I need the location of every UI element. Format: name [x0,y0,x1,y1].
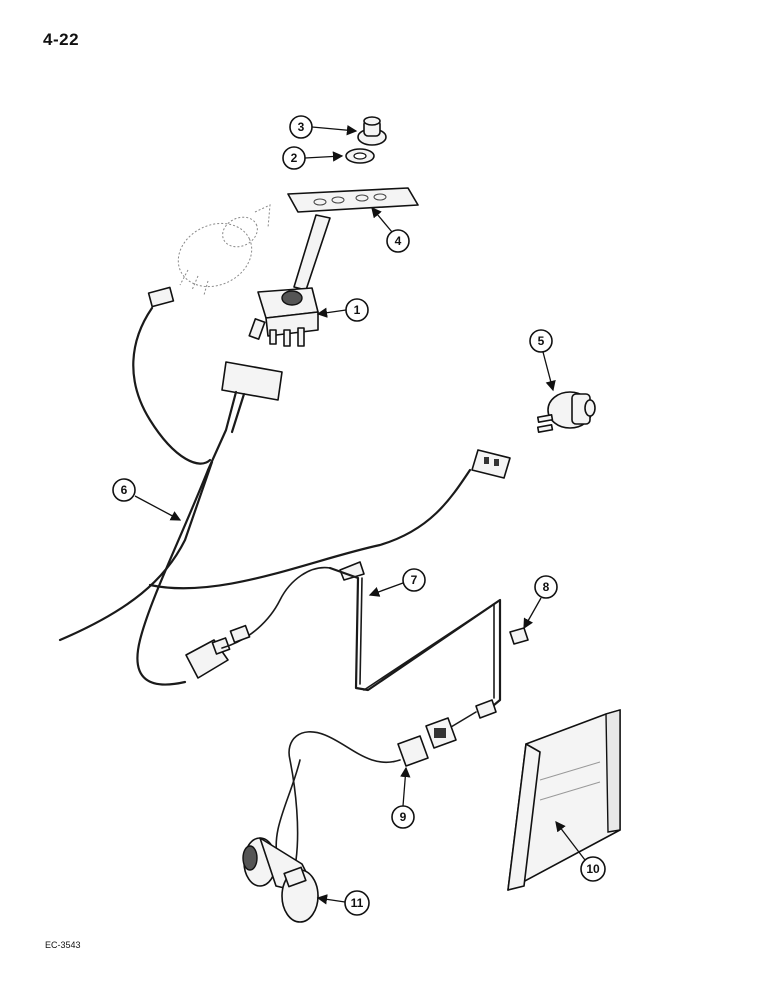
callout-5: 5 [538,334,545,348]
knob-part [357,116,387,146]
shield-plate-10 [507,709,621,891]
clip-part [509,627,529,645]
harness-6-wires [58,286,511,686]
callout-8: 8 [543,580,550,594]
callout-2: 2 [291,151,298,165]
callout-7: 7 [411,573,418,587]
callout-6: 6 [121,483,128,497]
callout-4: 4 [395,234,402,248]
callout-11: 11 [351,896,364,910]
callout-9: 9 [400,810,407,824]
callout-3: 3 [298,120,305,134]
callouts: 3 2 4 1 5 6 7 8 9 10 [112,115,606,916]
callout-1: 1 [354,303,361,317]
reference-code: EC-3543 [45,940,81,950]
bracket-tube-7 [328,561,502,719]
page-number: 4-22 [43,30,80,49]
callout-10: 10 [586,862,600,876]
sensor-harness-9 [271,711,477,885]
toggle-switch [248,214,331,347]
pressure-switch-5 [536,391,596,433]
nut-part [345,148,375,164]
sender-unit-11 [242,837,319,923]
decal-plate [287,187,419,213]
ghost-ignition-switch [177,204,271,296]
